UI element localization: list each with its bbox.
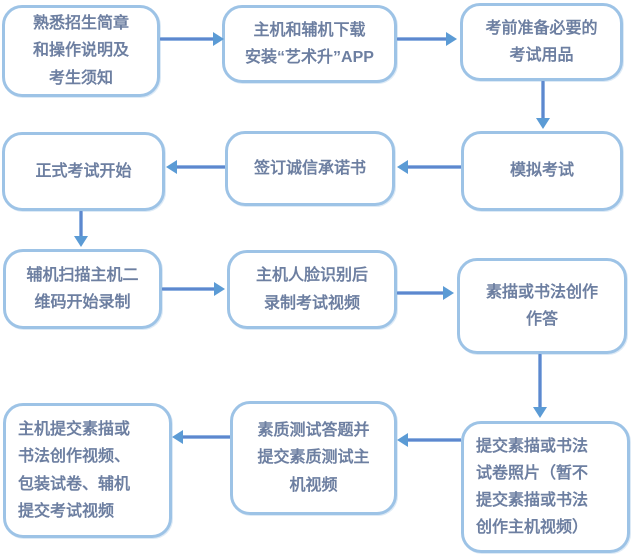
node-familiarize-guide: 熟悉招生简章 和操作说明及 考生须知 — [2, 5, 160, 97]
node-download-app: 主机和辅机下载 安装“艺术升”APP — [222, 5, 397, 83]
arrow-left-icon — [166, 160, 177, 174]
node-sign-integrity-pledge: 签订诚信承诺书 — [225, 131, 395, 206]
node-face-recognition-record-label: 主机人脸识别后 录制考试视频 — [255, 267, 368, 312]
node-prepare-supplies-label: 考前准备必要的 考试用品 — [485, 19, 598, 64]
node-sketch-calligraphy-answer: 素描或书法创作 作答 — [457, 258, 627, 354]
node-face-recognition-record: 主机人脸识别后 录制考试视频 — [227, 250, 397, 329]
arrow-down-icon — [536, 118, 550, 129]
arrow-formal-to-scan-shaft — [79, 211, 83, 238]
arrow-down-icon — [74, 236, 88, 247]
arrow-face-to-sketch-shaft — [397, 291, 445, 295]
node-scan-qrcode-record: 辅机扫描主机二 维码开始录制 — [3, 249, 162, 329]
arrow-quality-to-final-shaft — [183, 435, 230, 439]
arrow-left-icon — [172, 430, 183, 444]
arrow-mock-to-pledge-shaft — [408, 165, 461, 169]
arrow-download-to-prepare-shaft — [397, 37, 448, 41]
node-formal-exam-start: 正式考试开始 — [2, 132, 165, 211]
node-formal-exam-start-label: 正式考试开始 — [35, 162, 132, 180]
arrow-familiarize-to-download-shaft — [160, 37, 215, 41]
node-submit-paper-photos: 提交素描或书法 试卷照片（暂不 提交素描或书法 创作主机视频） — [461, 421, 630, 553]
node-sign-integrity-pledge-label: 签订诚信承诺书 — [253, 159, 366, 177]
node-sketch-calligraphy-answer-label: 素描或书法创作 作答 — [485, 283, 598, 328]
node-scan-qrcode-record-label: 辅机扫描主机二 维码开始录制 — [26, 266, 139, 311]
arrow-photos-to-quality-shaft — [408, 438, 461, 442]
arrow-right-icon — [213, 32, 224, 46]
arrow-left-icon — [397, 433, 408, 447]
arrow-scan-to-face-shaft — [162, 287, 214, 291]
arrow-right-icon — [446, 32, 457, 46]
node-quality-test-submit: 素质测试答题并 提交素质测试主 机视频 — [230, 401, 397, 515]
node-submit-final-videos: 主机提交素描或 书法创作视频、 包装试卷、辅机 提交考试视频 — [3, 403, 172, 538]
node-quality-test-submit-label: 素质测试答题并 提交素质测试主 机视频 — [257, 422, 370, 494]
arrow-down-icon — [533, 407, 547, 418]
node-familiarize-guide-label: 熟悉招生简章 和操作说明及 考生须知 — [32, 15, 129, 87]
arrow-pledge-to-formal-shaft — [177, 165, 225, 169]
node-mock-exam: 模拟考试 — [461, 131, 623, 211]
arrow-right-icon — [214, 282, 225, 296]
node-mock-exam-label: 模拟考试 — [509, 162, 574, 180]
node-submit-final-videos-label: 主机提交素描或 书法创作视频、 包装试卷、辅机 提交考试视频 — [18, 421, 131, 520]
node-submit-paper-photos-label: 提交素描或书法 试卷照片（暂不 提交素描或书法 创作主机视频） — [476, 437, 589, 537]
arrow-left-icon — [397, 160, 408, 174]
arrow-prepare-to-mock-shaft — [541, 81, 545, 120]
node-download-app-label: 主机和辅机下载 安装“艺术升”APP — [245, 21, 374, 66]
node-prepare-supplies: 考前准备必要的 考试用品 — [460, 3, 623, 81]
arrow-right-icon — [443, 286, 454, 300]
arrow-sketch-to-photos-shaft — [538, 354, 542, 409]
